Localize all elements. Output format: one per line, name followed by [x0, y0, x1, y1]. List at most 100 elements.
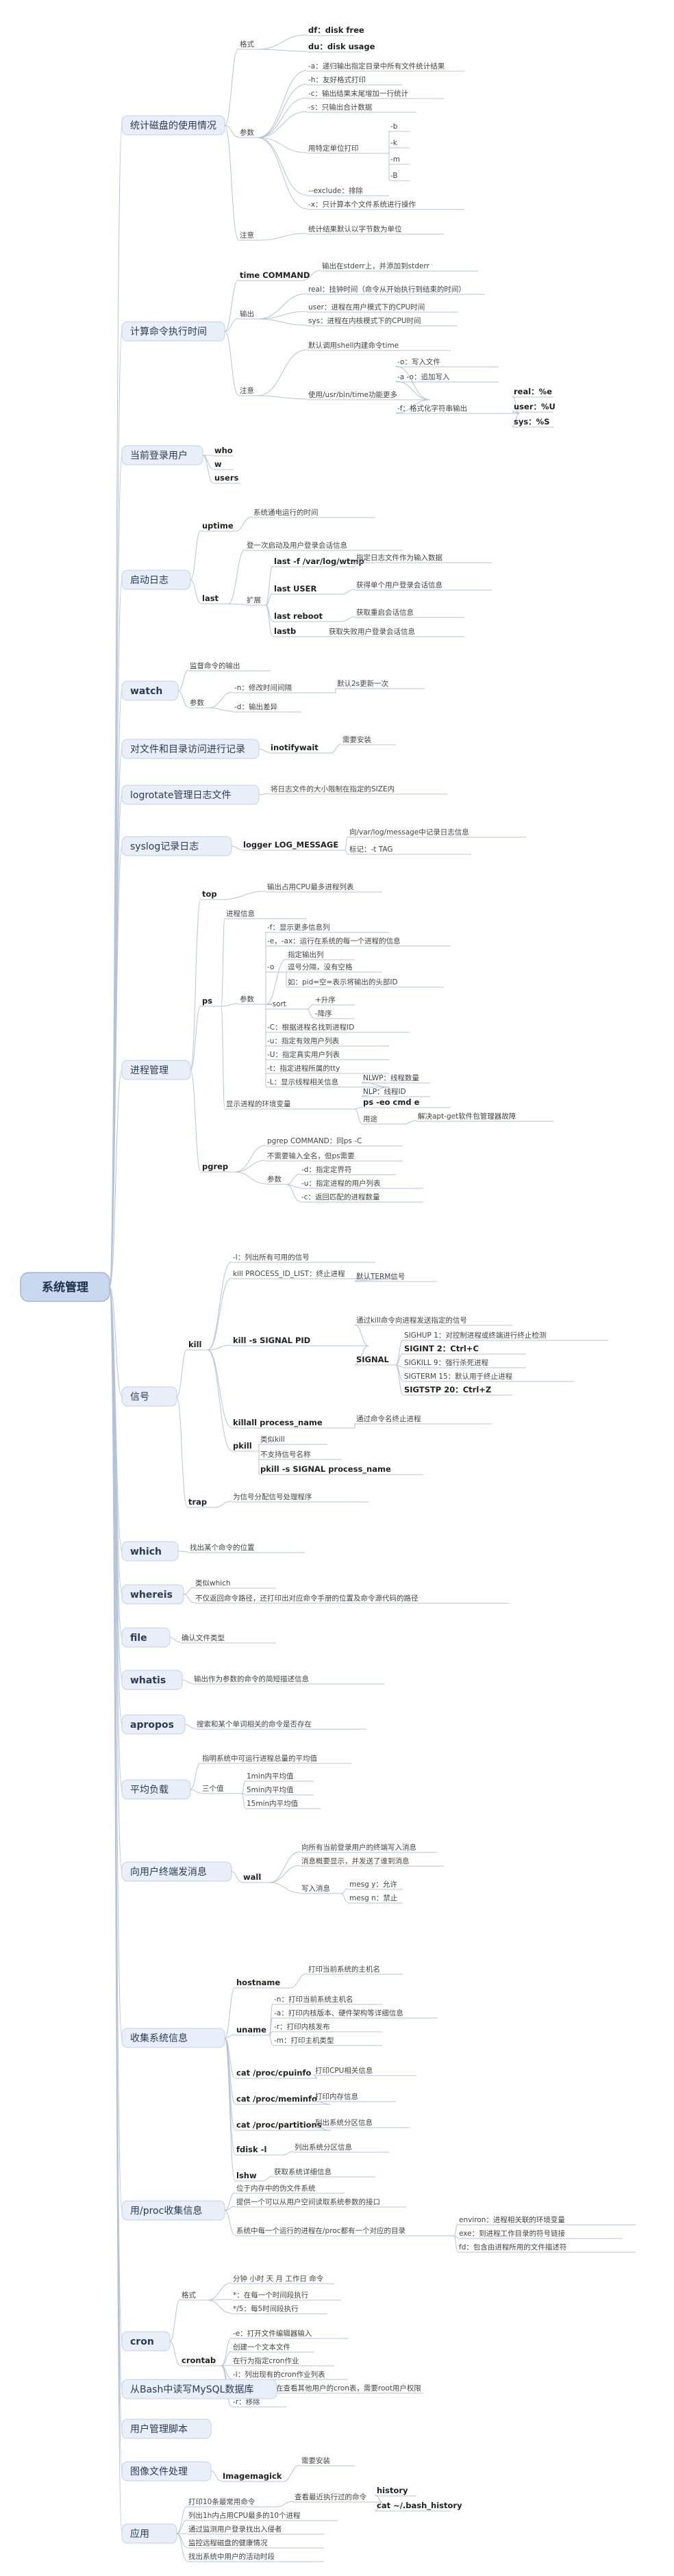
item-label: fd：包含由进程所用的文件描述符 — [459, 2243, 566, 2252]
item-label: 指定输出列 — [288, 950, 324, 959]
item-connector — [169, 2299, 181, 2342]
branch-label: file — [130, 1633, 147, 1644]
item-connector — [354, 1106, 362, 1110]
item-label: 参数 — [240, 128, 254, 137]
item-label: user：进程在用户模式下的CPU时间 — [308, 303, 425, 311]
item-connector — [361, 1086, 390, 1097]
item-connector — [234, 1145, 266, 1173]
branch-label: cron — [130, 2336, 154, 2347]
item-label: -B — [390, 172, 398, 180]
item-label: uptime — [202, 521, 234, 531]
item-connector — [202, 455, 214, 470]
item-label: -x：只计算本个文件系统进行操作 — [308, 200, 416, 209]
item-connector — [262, 2176, 273, 2182]
item-label: environ：进程相关联的环境变量 — [459, 2215, 565, 2224]
item-label: 列出系统分区信息 — [295, 2143, 352, 2152]
item-label: Imagemagick — [223, 2471, 282, 2481]
item-connector — [169, 1637, 181, 1643]
item-label: 参数 — [267, 1175, 282, 1184]
item-connector — [257, 97, 308, 138]
item-label: -r：移除 — [233, 2397, 260, 2406]
item-label: -c：输出结果末尾增加一行统计 — [308, 89, 409, 98]
branch-label: 图像文件处理 — [130, 2466, 188, 2477]
item-label: fdisk -l — [236, 2145, 266, 2154]
item-label: SIGKILL 9：强行杀死进程 — [404, 1358, 489, 1367]
item-label: who — [214, 446, 233, 455]
item-label: 使用/usr/bin/time功能更多 — [308, 390, 397, 399]
item-connector — [190, 1069, 201, 1172]
item-label: 监控远程磁盘的健康情况 — [188, 2538, 268, 2547]
item-label: -m：打印主机类型 — [274, 2036, 334, 2045]
item-connector — [234, 516, 253, 532]
branch-label: watch — [130, 686, 162, 697]
item-connector — [257, 318, 308, 326]
item-label: 不仅返回命令路径，还打印出对应命令手册的位置及命令源代码的路径 — [195, 1594, 419, 1603]
item-label: --exclude：排除 — [308, 186, 363, 195]
item-label: 解决apt-get软件包管理器故障 — [418, 1112, 516, 1121]
item-connector — [257, 137, 308, 209]
item-label: mesg n：禁止 — [349, 1894, 397, 1902]
item-connector — [512, 413, 520, 427]
item-label: 提供一个可以从用户空间读取系统参数的接口 — [236, 2197, 380, 2206]
root-label: 系统管理 — [42, 1280, 88, 1295]
item-label: last -f /var/log/wtmp — [274, 557, 364, 566]
item-label: -L：显示线程相关信息 — [267, 1077, 338, 1086]
branch-label: 应用 — [130, 2528, 149, 2540]
item-label: SIGINT 2：Ctrl+C — [404, 1344, 479, 1353]
item-connector — [210, 2471, 222, 2482]
branch-node — [121, 2379, 277, 2399]
item-label: *：在每一个时间段执行 — [233, 2291, 309, 2299]
item-label: cat /proc/cpuinfo — [236, 2068, 311, 2078]
item-connector — [265, 565, 273, 606]
branch-label: whereis — [130, 1590, 173, 1601]
item-label: 统计结果默认以字节数为单位 — [308, 225, 402, 233]
item-label: 不需要输入全名，但ps需要 — [267, 1151, 355, 1160]
item-connector — [269, 1851, 301, 1883]
item-connector — [402, 1120, 417, 1125]
item-connector — [269, 1865, 301, 1883]
item-connector — [395, 381, 431, 400]
item-connector — [224, 125, 239, 138]
item-connector — [224, 2192, 236, 2211]
item-connector — [231, 1871, 242, 1883]
item-label: -d：指定定界符 — [301, 1165, 351, 1174]
item-label: -o：写入文件 — [397, 357, 440, 366]
item-label: 扩展 — [247, 596, 261, 604]
item-connector — [224, 2037, 236, 2181]
item-label: -e：打开文件编辑器输入 — [233, 2329, 312, 2338]
item-connector — [286, 1173, 301, 1185]
item-label: exe：到进程工作目录的符号链接 — [459, 2229, 566, 2238]
item-connector — [257, 49, 308, 52]
item-label: -f：显示更多信息列 — [267, 923, 330, 932]
branch-connector — [109, 125, 123, 1288]
item-connector — [208, 691, 234, 709]
item-label: SIGTERM 15：默认用于终止进程 — [404, 1372, 513, 1381]
item-label: du：disk usage — [308, 42, 375, 51]
item-connector — [221, 2337, 232, 2367]
item-connector — [354, 1278, 397, 1281]
item-label: 获得单个用户登录会话信息 — [356, 581, 442, 589]
item-label: 用特定单位打印 — [308, 144, 359, 153]
item-label: 打印当前系统的主机名 — [308, 1965, 380, 1974]
item-label: 逗号分隔，没有空格 — [288, 962, 353, 971]
item-label: 类似which — [195, 1579, 231, 1587]
branch-label: 用户管理脚本 — [130, 2423, 188, 2435]
item-connector — [177, 1551, 189, 1553]
item-connector — [241, 1793, 246, 1809]
item-label: -d：输出差异 — [234, 702, 277, 711]
item-label: df：disk free — [308, 25, 364, 35]
item-label: --sort — [267, 1000, 286, 1008]
item-connector — [257, 137, 308, 153]
item-label: 登一次启动及用户登录会话信息 — [247, 541, 347, 550]
item-connector — [207, 1344, 232, 1351]
branch-label: which — [130, 1546, 162, 1557]
item-label: 指定日志文件作为输入数据 — [356, 553, 442, 562]
item-label: 参数 — [240, 995, 254, 1004]
item-label: users — [214, 473, 239, 483]
branch-label: syslog记录日志 — [130, 841, 199, 852]
item-label: -a -o：追加写入 — [397, 372, 450, 381]
item-connector — [340, 616, 355, 622]
item-connector — [282, 2464, 301, 2482]
item-label: -o — [267, 963, 274, 971]
item-label: SIGNAL — [356, 1355, 390, 1364]
